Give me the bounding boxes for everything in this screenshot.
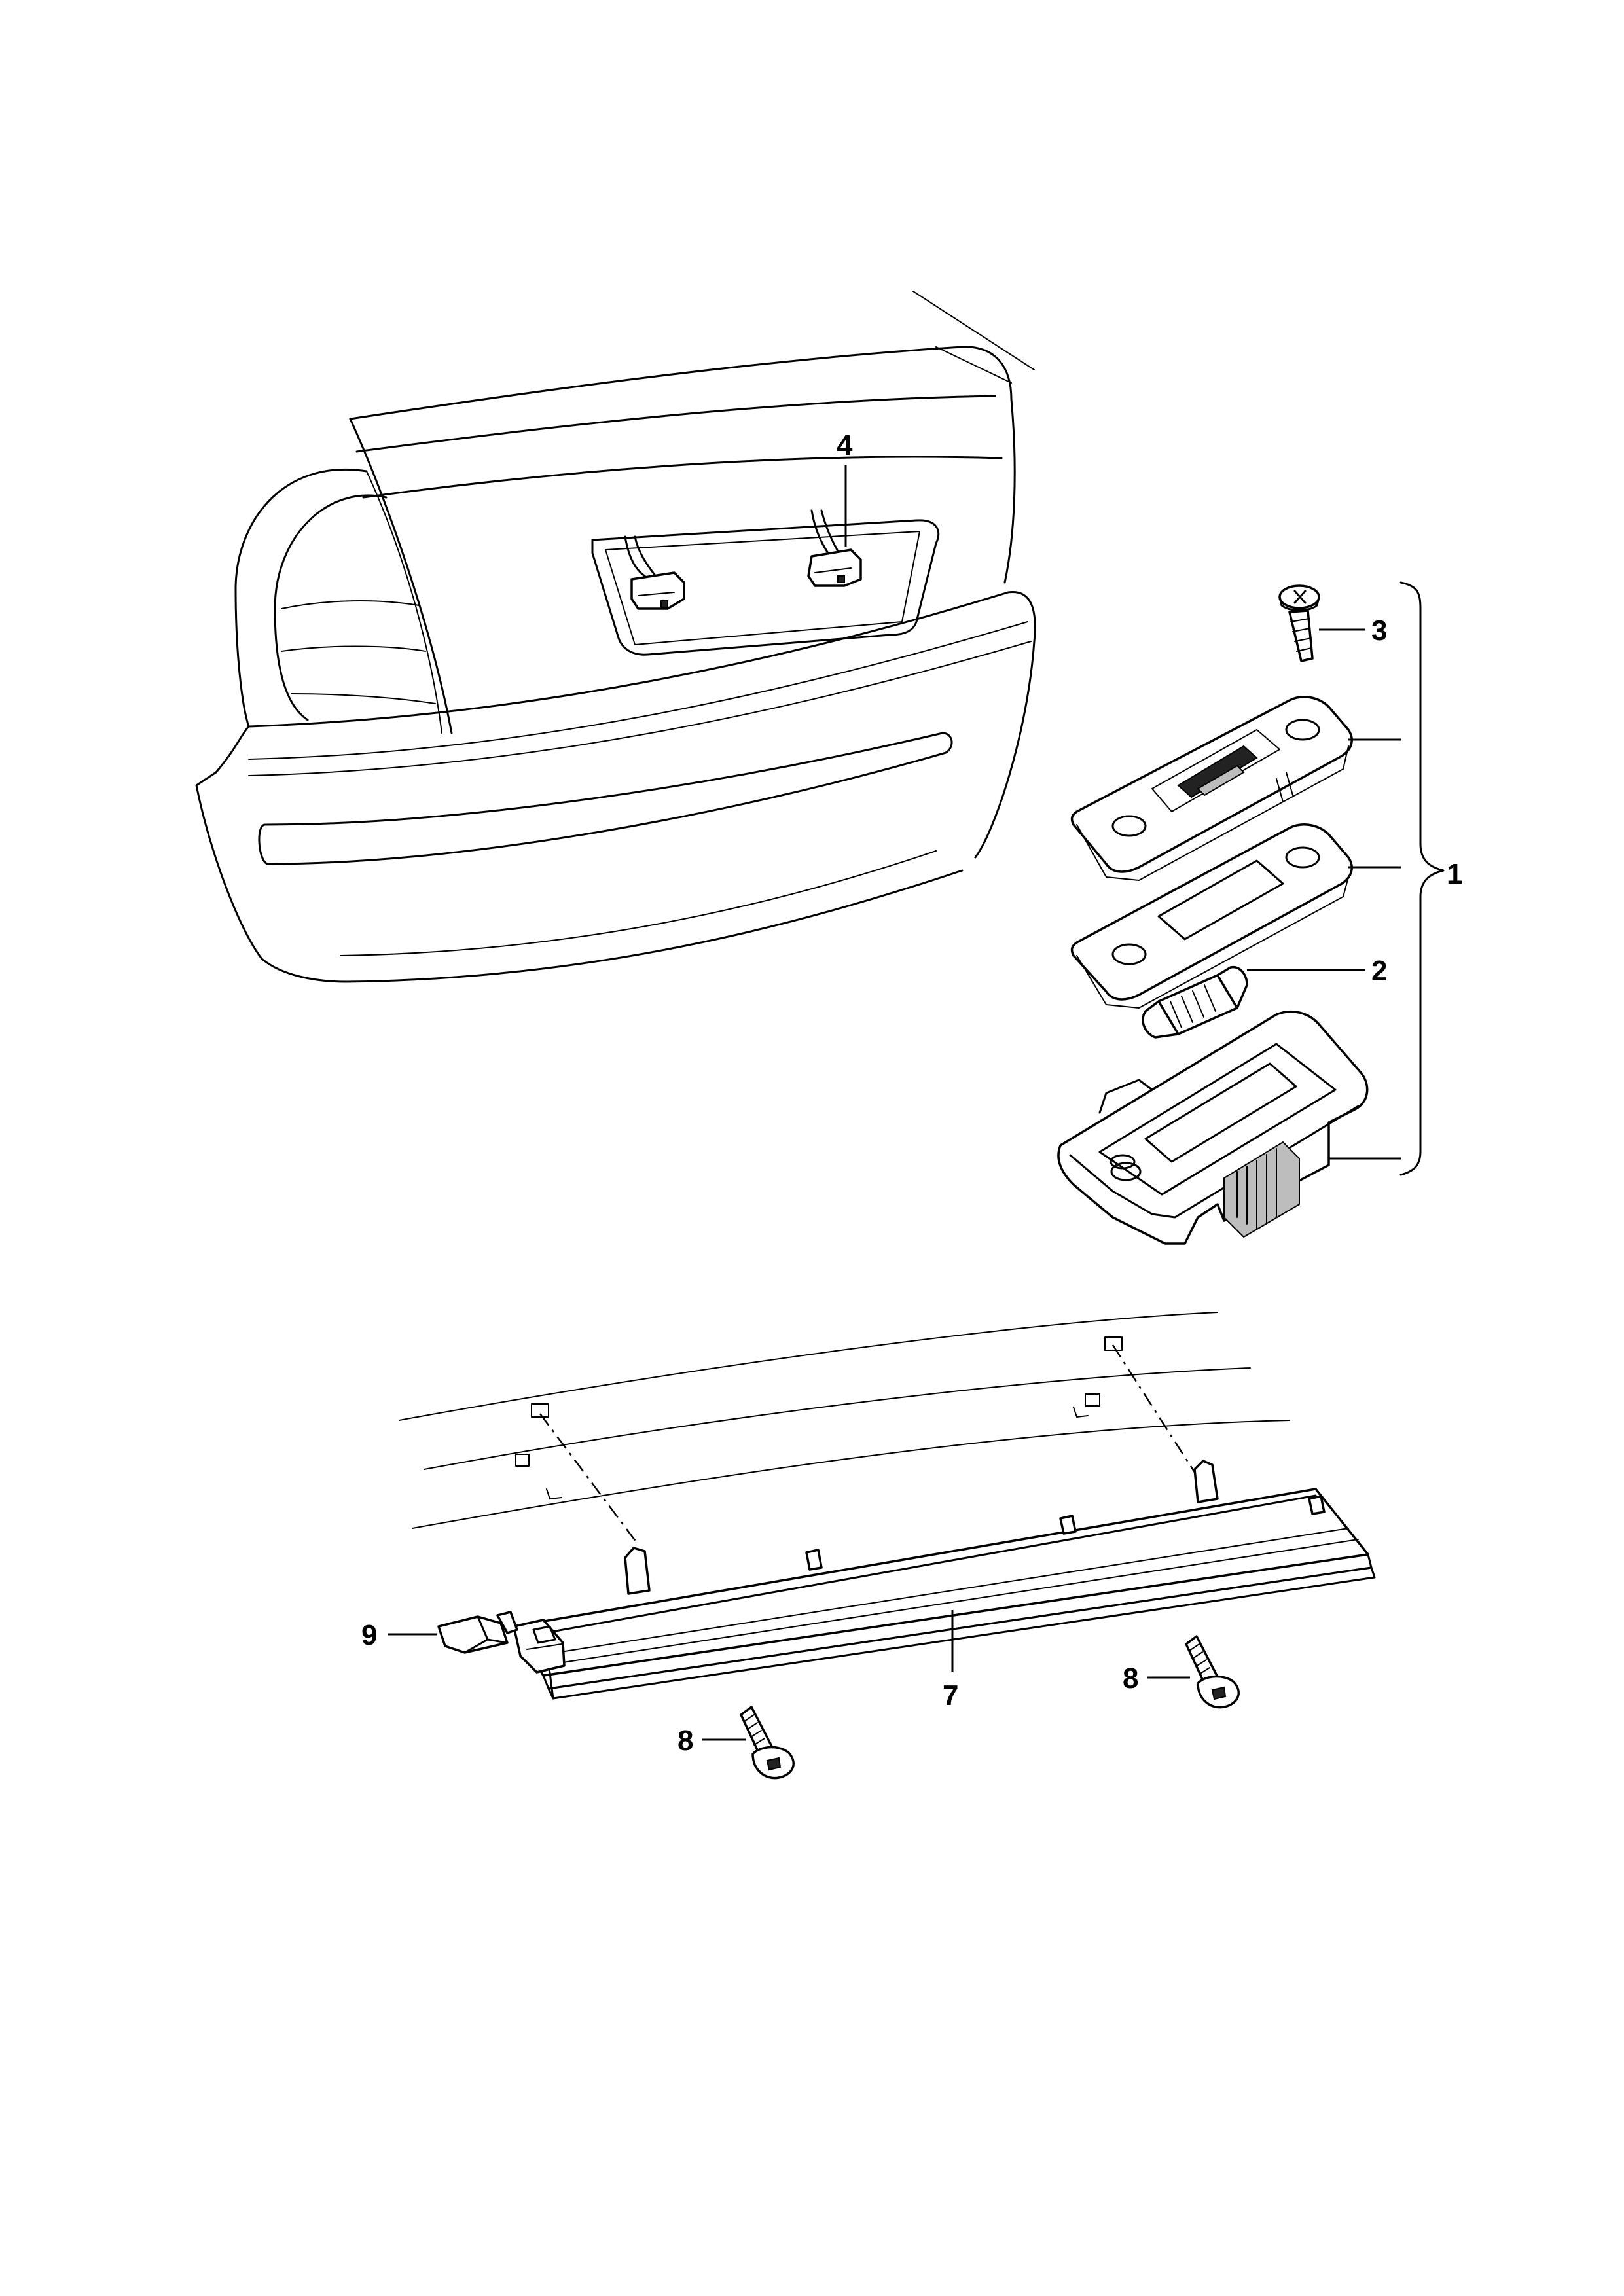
lamp-gasket: [1070, 823, 1353, 1009]
callout-3: 3: [1371, 615, 1387, 647]
callout-4: 4: [837, 429, 853, 461]
alignment-line-right: [1111, 1344, 1202, 1483]
screw-8-left: [740, 1706, 795, 1780]
callout-2: 2: [1371, 955, 1387, 987]
callout-8-right: 8: [1123, 1662, 1138, 1695]
car-rear-illustration: [195, 291, 1036, 983]
screw-8-right: [1185, 1635, 1240, 1709]
callout-9: 9: [361, 1619, 377, 1651]
callout-1: 1: [1447, 858, 1462, 890]
trunk-edge-lines: [399, 1312, 1290, 1529]
screw-3: [1278, 584, 1320, 662]
group-bracket-1: [1399, 581, 1445, 1176]
brake-light-strip-7: [513, 1460, 1376, 1700]
connector-9: [437, 1611, 518, 1654]
lamp-housing: [1057, 1010, 1369, 1245]
lamp-lens: [1070, 696, 1353, 881]
alignment-line-left: [539, 1413, 639, 1545]
socket-right: [807, 548, 862, 587]
callout-8-left: 8: [677, 1725, 693, 1757]
callout-7: 7: [943, 1679, 958, 1712]
socket-left: [630, 571, 685, 610]
bulb-2: [1142, 965, 1248, 1039]
